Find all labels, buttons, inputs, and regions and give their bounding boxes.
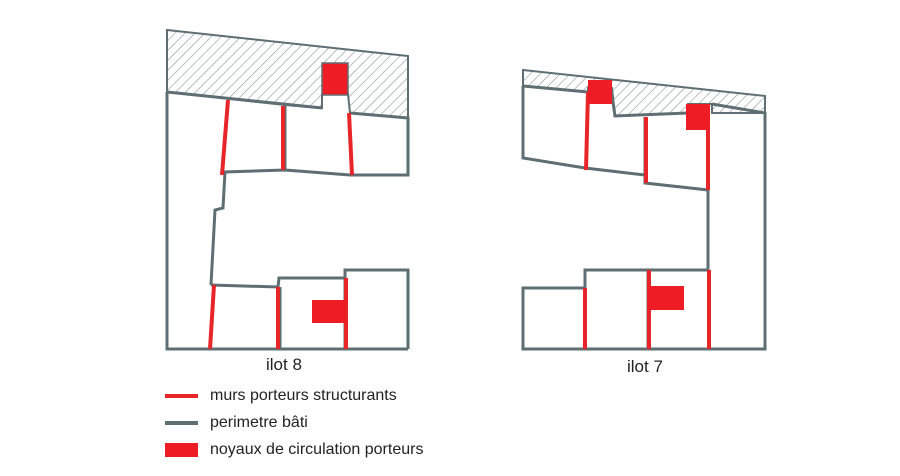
ilot-7-structural-walls xyxy=(583,91,711,349)
red-block-swatch xyxy=(165,443,198,457)
legend-item-perimeter: perimetre bâti xyxy=(165,413,308,433)
ilot-8-core-lower xyxy=(312,300,346,323)
ilot-7-label: ilot 7 xyxy=(627,357,663,376)
legend-label: noyaux de circulation porteurs xyxy=(210,441,424,458)
ilot-7-plan xyxy=(521,68,767,351)
ilot-7-core-lower xyxy=(648,286,684,310)
ilot-7-core-top-left xyxy=(588,80,612,104)
red-line-swatch xyxy=(165,394,198,398)
legend-label: perimetre bâti xyxy=(210,414,308,431)
ilot-8-label: ilot 8 xyxy=(266,355,302,374)
ilot-8-cores xyxy=(321,62,349,96)
ilot-8-plan xyxy=(165,28,410,351)
ilot-7-hatched-zone xyxy=(522,68,766,118)
ilot-8-structural-walls xyxy=(208,99,354,350)
legend-item-structural-walls: murs porteurs structurants xyxy=(165,386,397,406)
legend-item-cores: noyaux de circulation porteurs xyxy=(165,440,423,460)
ilot-7-core-top-right xyxy=(686,104,710,130)
grey-line-swatch xyxy=(165,421,198,425)
legend-label: murs porteurs structurants xyxy=(210,387,397,404)
ilot-8-perimeter xyxy=(165,90,410,351)
